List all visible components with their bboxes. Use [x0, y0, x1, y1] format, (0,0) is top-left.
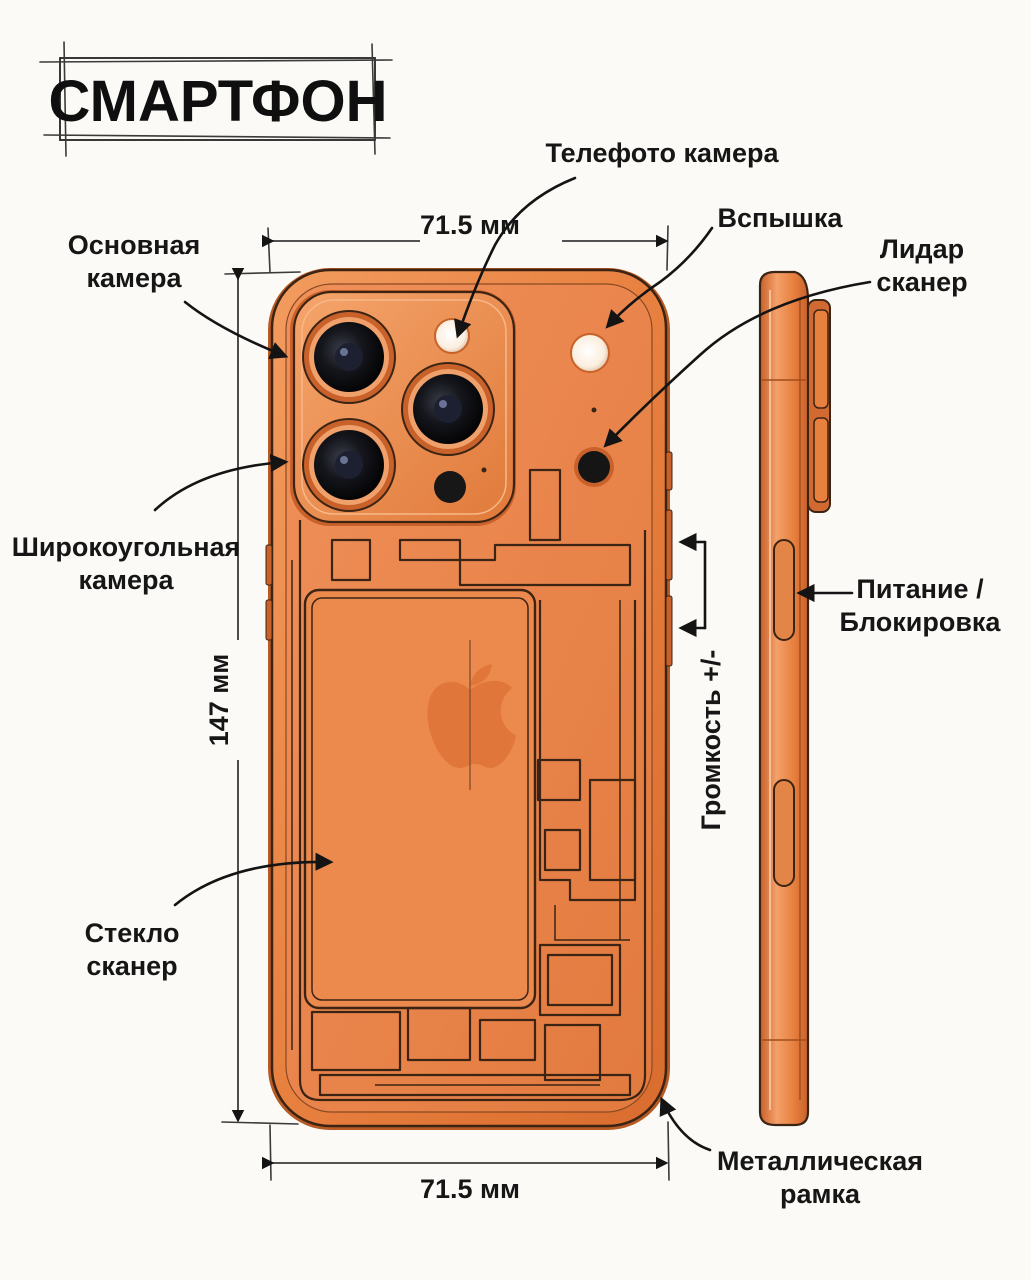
label-flash: Вспышка	[718, 203, 844, 233]
apple-logo-icon	[427, 640, 516, 790]
telephoto-camera-lens	[401, 362, 495, 456]
lidar-scanner	[574, 407, 614, 487]
height-label: 147 мм	[204, 654, 234, 747]
labels: Телефото камера Вспышка Лидар сканер Осн…	[12, 138, 1002, 1209]
label-main-camera-line2: камера	[86, 263, 182, 293]
microphone	[434, 467, 487, 503]
callout-arrows	[153, 176, 872, 1152]
label-glass-line2: сканер	[86, 951, 177, 981]
label-main-camera-line1: Основная	[68, 230, 201, 260]
label-telephoto: Телефото камера	[546, 138, 780, 168]
dimension-height: 147 мм	[204, 267, 301, 1125]
label-frame-line1: Металлическая	[717, 1146, 923, 1176]
phone-side-view	[758, 270, 831, 1127]
module-flash	[434, 318, 470, 354]
flash	[570, 333, 610, 373]
label-lidar-line1: Лидар	[880, 234, 964, 264]
dimension-width-top: 71.5 мм	[261, 210, 669, 273]
title-box: СМАРТФОН	[39, 41, 393, 157]
main-camera-lens	[302, 310, 396, 404]
label-lidar-line2: сканер	[876, 267, 967, 297]
label-power-line1: Питание /	[856, 574, 984, 604]
volume-bracket	[678, 532, 707, 638]
wide-camera-lens	[302, 418, 396, 512]
label-power-line2: Блокировка	[840, 607, 1002, 637]
dimension-width-bottom: 71.5 мм	[261, 1121, 670, 1204]
page-title: СМАРТФОН	[49, 69, 388, 134]
width-bottom-label: 71.5 мм	[420, 1174, 520, 1204]
label-wide-camera-line2: камера	[78, 565, 174, 595]
width-top-label: 71.5 мм	[420, 210, 520, 240]
label-wide-camera-line1: Широкоугольная	[12, 532, 241, 562]
label-glass-line1: Стекло	[85, 918, 180, 948]
label-volume: Громкость +/-	[696, 650, 726, 831]
label-frame-line2: рамка	[780, 1179, 861, 1209]
